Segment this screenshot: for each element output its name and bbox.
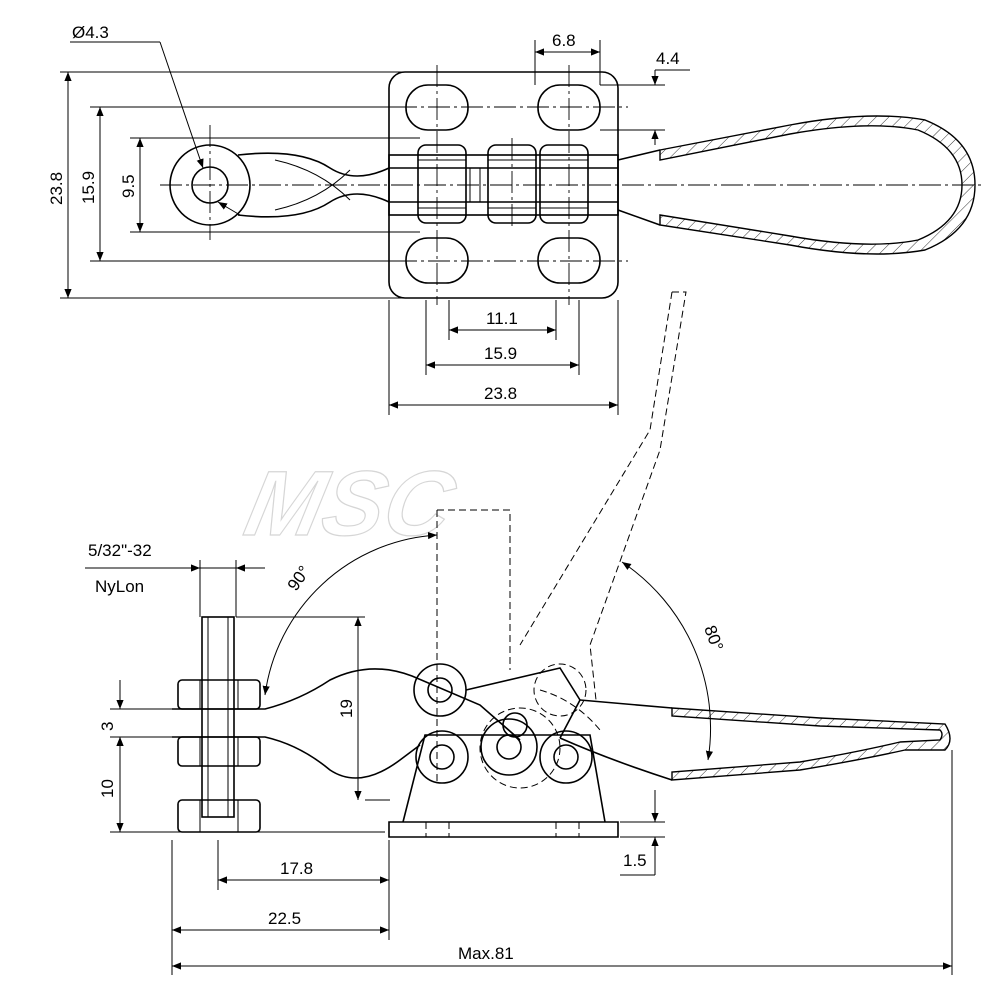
dim-inner-spacing: 9.5 xyxy=(119,174,138,198)
phantom-open-arm xyxy=(436,509,511,785)
dim-hole-diameter: Ø4.3 xyxy=(72,23,109,42)
dim-handle-angle: 80° xyxy=(700,623,727,654)
upper-nut xyxy=(177,679,261,710)
arm-neck xyxy=(237,152,390,218)
dim-base-width: 23.8 xyxy=(484,384,517,403)
watermark-logo: MSC xyxy=(237,452,465,555)
spindle-thread xyxy=(201,616,235,818)
side-view: 5/32"-32 NyLon 90° 80° 19 3 10 1.5 17.8 … xyxy=(85,291,953,975)
angle-arc-90 xyxy=(262,531,438,696)
side-handle-grip xyxy=(671,707,951,781)
pivot-pin-1 xyxy=(417,144,467,224)
lower-nut xyxy=(177,736,261,767)
dim-overall-length: Max.81 xyxy=(458,944,514,963)
dim-slot-pitch: 6.8 xyxy=(552,31,576,50)
dim-base-thickness: 1.5 xyxy=(623,851,647,870)
dim-arm-reach: 22.5 xyxy=(268,909,301,928)
dim-inner-hole-span: 11.1 xyxy=(486,309,518,328)
dim-arm-height: 10 xyxy=(98,779,117,798)
dim-thread-spec: 5/32"-32 xyxy=(88,541,152,560)
link-pivot-center xyxy=(480,718,538,776)
pivot-pin-3 xyxy=(539,144,589,224)
dim-open-angle: 90° xyxy=(284,562,314,594)
phantom-handle xyxy=(519,291,687,701)
base-pivot-left xyxy=(415,730,469,784)
base-pivot-right xyxy=(539,730,593,784)
dim-arm-thickness: 3 xyxy=(98,722,117,731)
dim-outer-hole-span: 15.9 xyxy=(484,344,517,363)
dim-spindle-offset: 17.8 xyxy=(280,859,313,878)
arm-upper-pivot xyxy=(413,663,467,717)
side-base-plate xyxy=(388,821,619,838)
spindle-pad xyxy=(177,799,261,833)
dim-outer-slot-spacing: 15.9 xyxy=(79,171,98,204)
angle-arc-80 xyxy=(621,561,713,761)
dim-nut-type: NyLon xyxy=(95,577,144,596)
dim-slot-width: 4.4 xyxy=(656,49,680,68)
top-view: Ø4.3 6.8 4.4 23.8 15.9 9.5 11.1 15.9 23.… xyxy=(47,23,985,415)
dim-overall-height: 23.8 xyxy=(47,172,66,205)
dim-spindle-height: 19 xyxy=(337,699,356,718)
